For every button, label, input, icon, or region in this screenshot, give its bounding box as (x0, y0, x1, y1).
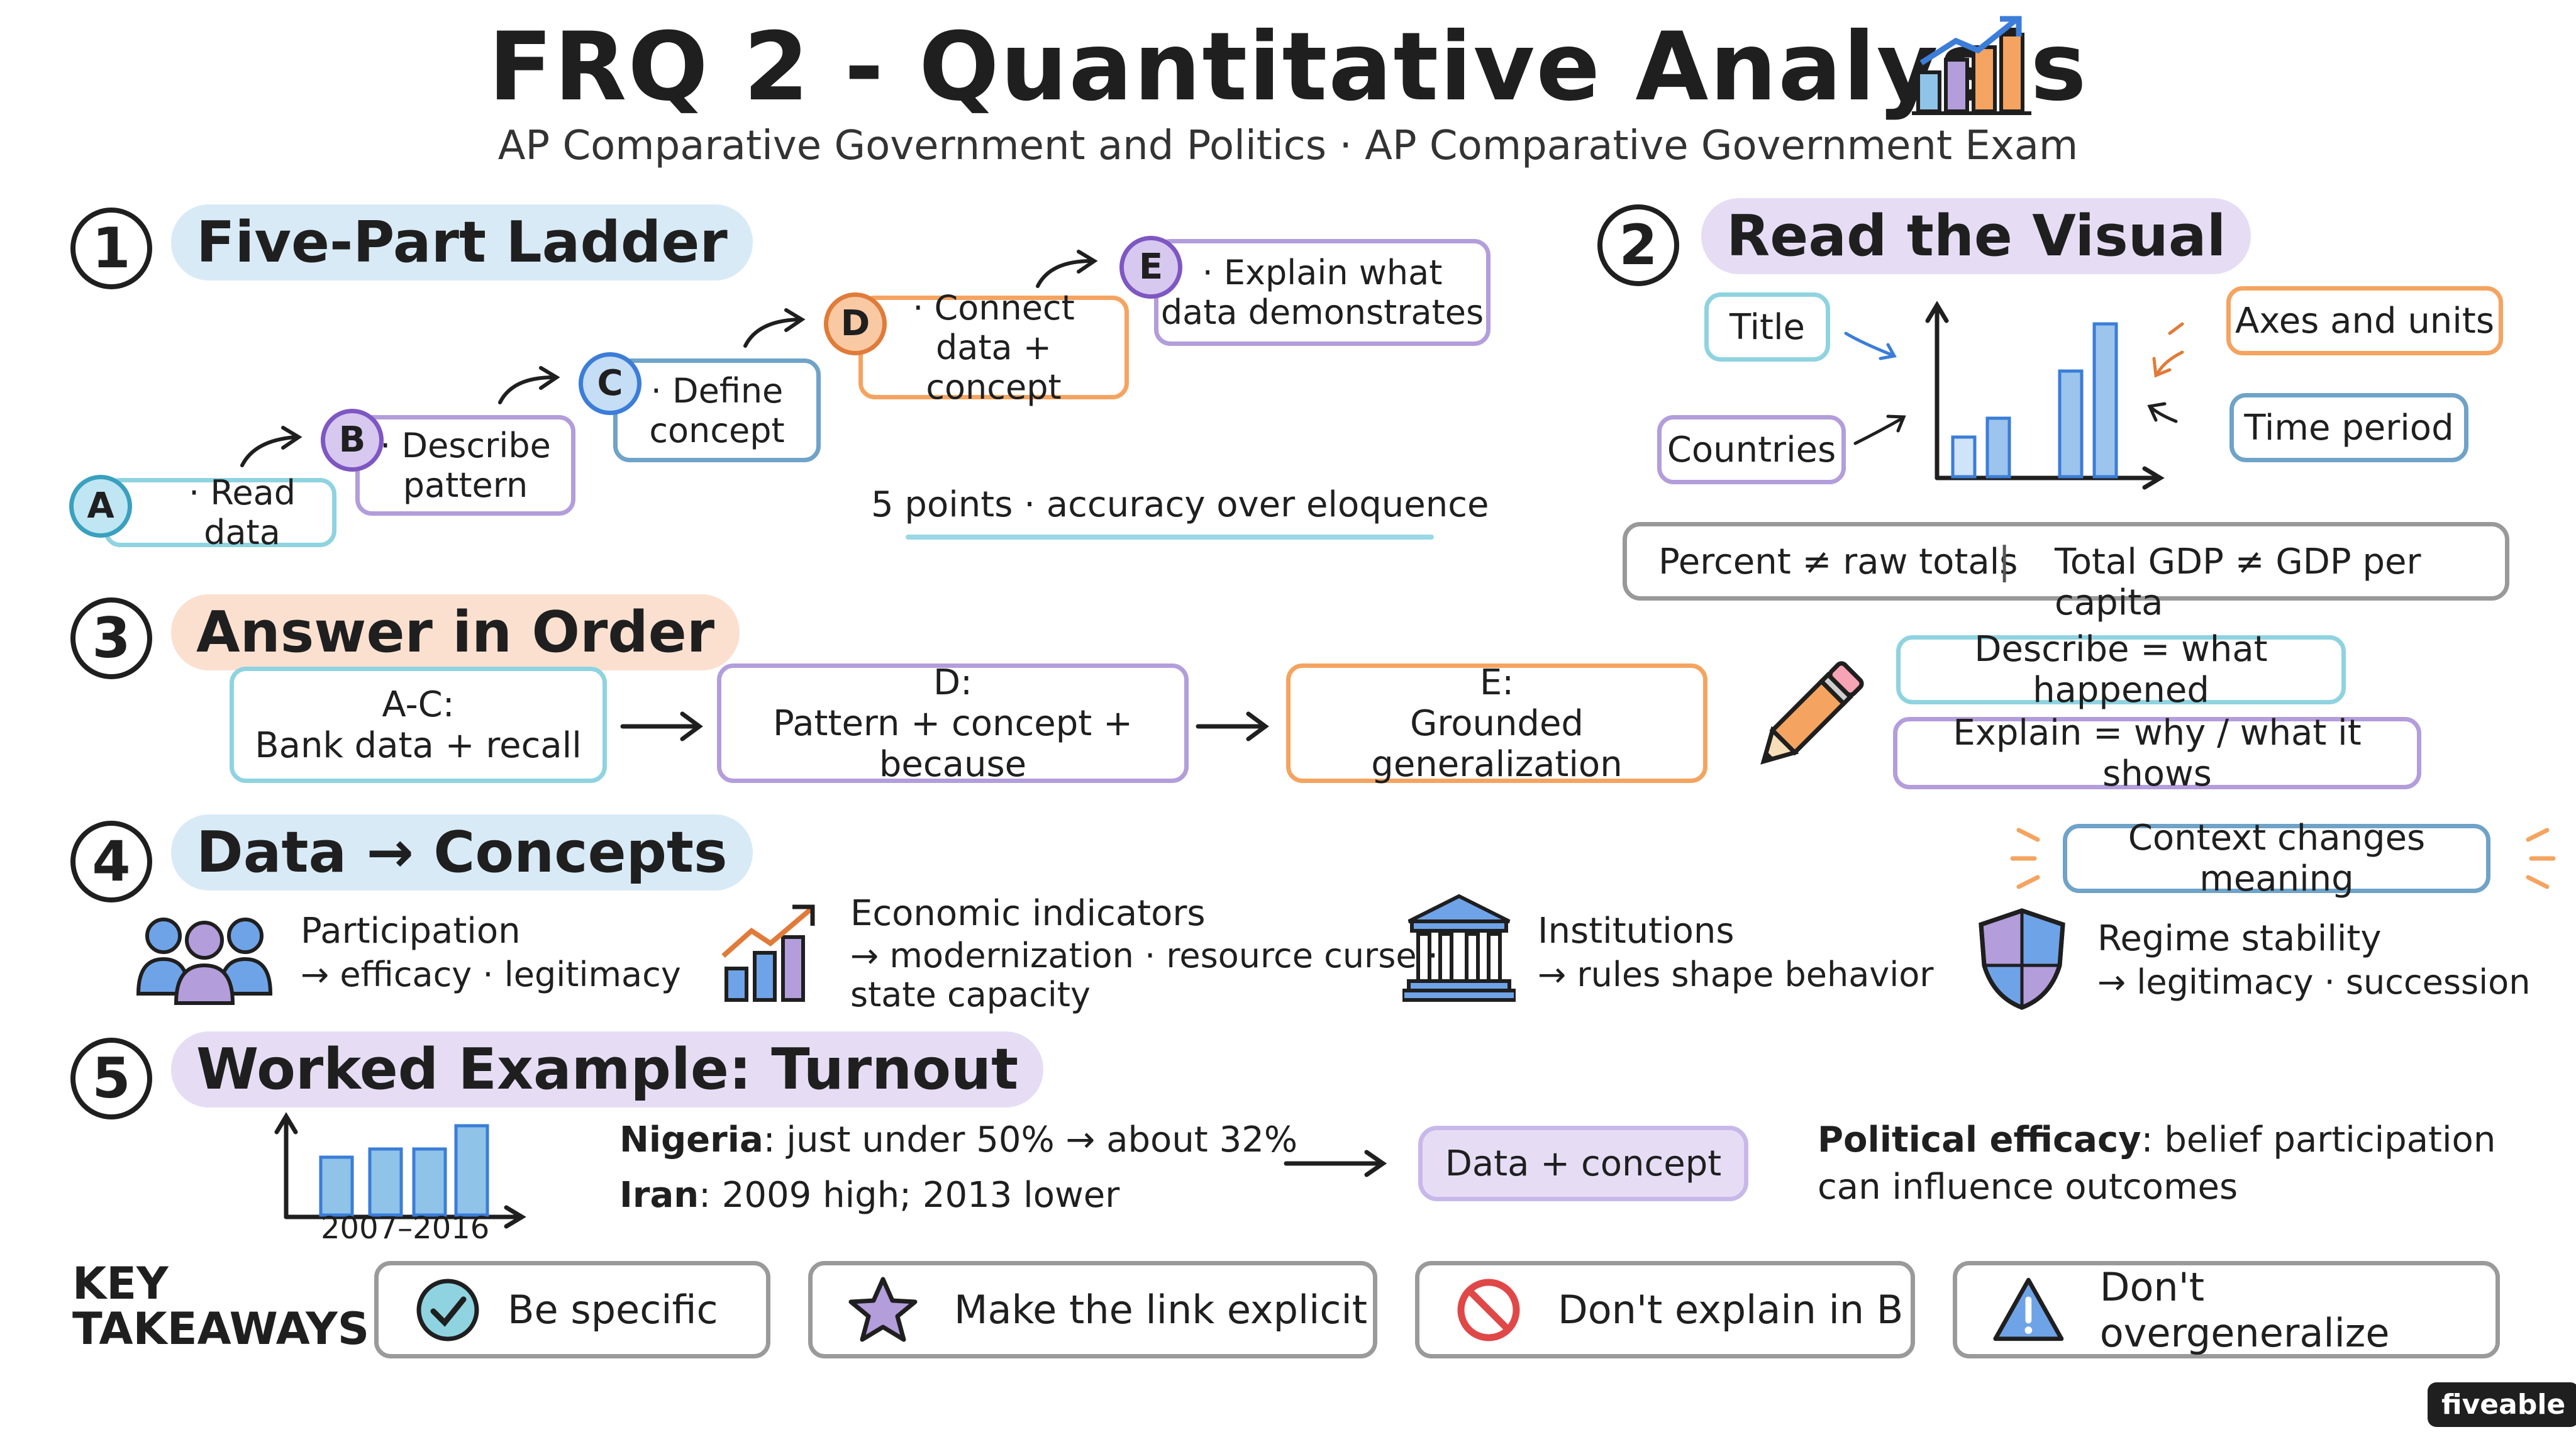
pencil-icon (1760, 661, 1864, 765)
ladder-step-e-line2: data demonstrates (1160, 292, 1484, 332)
section-number-3: 3 (70, 597, 152, 679)
concept-economic-detail-1: → modernization · resource curse · (850, 936, 1438, 975)
section-heading-concepts: Data → Concepts (171, 814, 753, 891)
page-subtitle: AP Comparative Government and Politics ·… (497, 123, 2079, 169)
takeaway-dont-explain-b: Don't explain in B (1415, 1261, 1915, 1358)
ladder-step-b-line2: pattern (402, 465, 528, 505)
takeaways-label: KEY TAKEAWAYS: (72, 1258, 387, 1355)
context-emphasis-rays (2010, 828, 2556, 889)
section-heading-ladder: Five-Part Ladder (171, 204, 753, 280)
bar-chart-up-icon (1912, 16, 2031, 115)
ladder-step-a-text: · Read data (188, 473, 296, 552)
visual-compare-right: Total GDP ≠ GDP per capita (2055, 541, 2421, 623)
ladder-step-e-line1: · Explain what (1202, 253, 1443, 292)
section-heading-visual: Read the Visual (1701, 198, 2251, 274)
turnout-mini-chart (274, 1112, 526, 1229)
visual-label-time: Time period (2229, 393, 2468, 462)
context-box: Context changes meaning (2063, 818, 2490, 899)
ladder-arrows (240, 250, 1098, 467)
shield-icon (1979, 908, 2065, 1010)
concept-regime-title: Regime stability (2097, 918, 2382, 959)
order-describe-box: Describe = what happened (1896, 629, 2346, 711)
order-step-1: A-C: Bank data + recall (230, 667, 607, 783)
ladder-badge-c: C (579, 352, 641, 415)
page-title: FRQ 2 - Quantitative Analysis (488, 13, 2088, 122)
ladder-note-underline (906, 535, 1434, 540)
section-number-2: 2 (1597, 204, 1679, 286)
concept-institutions-detail: → rules shape behavior (1538, 955, 1934, 994)
section-heading-order: Answer in Order (171, 594, 740, 670)
example-nigeria-line: Nigeria: just under 50% → about 32% (619, 1119, 1298, 1160)
turnout-chart-caption: 2007–2016 (321, 1211, 490, 1246)
visual-label-countries: Countries (1657, 415, 1846, 484)
ladder-step-d-line1: · Connect (913, 288, 1075, 328)
visual-compare-separator: | (1998, 539, 2011, 583)
ladder-step-d-line2: data + concept (926, 328, 1062, 407)
ladder-step-c-line2: concept (649, 410, 785, 450)
ladder-note: 5 points · accuracy over eloquence (871, 484, 1489, 525)
ladder-badge-e: E (1119, 236, 1182, 299)
check-circle-icon (416, 1279, 479, 1341)
ladder-step-c-line1: · Define (650, 370, 784, 411)
concept-participation-title: Participation (301, 911, 521, 952)
example-iran-line: Iran: 2009 high; 2013 lower (619, 1175, 1120, 1216)
example-definition-line1: Political efficacy: belief participation (1818, 1119, 2496, 1160)
ladder-step-b-line1: · Describe (380, 426, 551, 465)
takeaway-dont-overgeneralize: Don't overgeneralize (1953, 1261, 2500, 1358)
visual-label-title: Title (1704, 292, 1830, 362)
concept-economic-detail-2: state capacity (850, 975, 1091, 1014)
ladder-badge-a: A (69, 475, 132, 538)
no-entry-icon (1457, 1279, 1520, 1341)
visual-label-axes: Axes and units (2226, 286, 2503, 355)
ladder-step-c: · Define concept (613, 358, 821, 462)
order-explain-box: Explain = why / what it shows (1893, 713, 2421, 794)
brand-logo: fiveable (2428, 1382, 2576, 1427)
ladder-badge-b: B (321, 409, 384, 472)
section-number-1: 1 (70, 208, 152, 289)
section-number-5: 5 (70, 1038, 152, 1119)
ladder-step-a: · Read data (104, 473, 336, 552)
ladder-badge-d: D (824, 292, 887, 355)
order-arrows (620, 711, 1269, 741)
growth-chart-icon (721, 904, 815, 1002)
concept-institutions-title: Institutions (1538, 911, 1735, 952)
takeaway-be-specific: Be specific (374, 1261, 770, 1358)
warning-icon (1993, 1277, 2064, 1341)
visual-comparison-box: Percent ≠ raw totals | Total GDP ≠ GDP p… (1623, 522, 2509, 623)
example-pill: Data + concept (1418, 1126, 1748, 1201)
star-icon (848, 1277, 918, 1341)
example-arrow (1284, 1150, 1387, 1177)
ladder-step-b: · Describe pattern (355, 415, 575, 516)
visual-bar-chart-icon (1844, 301, 2184, 490)
ladder-step-e: · Explain what data demonstrates (1154, 239, 1491, 346)
people-icon (136, 918, 273, 1005)
section-number-4: 4 (70, 821, 152, 902)
section-heading-example: Worked Example: Turnout (171, 1031, 1044, 1108)
example-definition-line2: can influence outcomes (1818, 1167, 2238, 1208)
order-step-2: D: Pattern + concept + because (717, 662, 1189, 785)
takeaway-link-explicit: Make the link explicit (808, 1261, 1377, 1358)
order-step-3: E: Grounded generalization (1286, 662, 1707, 785)
concept-economic-title: Economic indicators (850, 893, 1206, 934)
concept-regime-detail: → legitimacy · succession (2097, 962, 2531, 1002)
visual-compare-left: Percent ≠ raw totals (1658, 541, 2018, 582)
institution-icon (1402, 894, 1516, 1002)
concept-participation-detail: → efficacy · legitimacy (301, 955, 681, 994)
